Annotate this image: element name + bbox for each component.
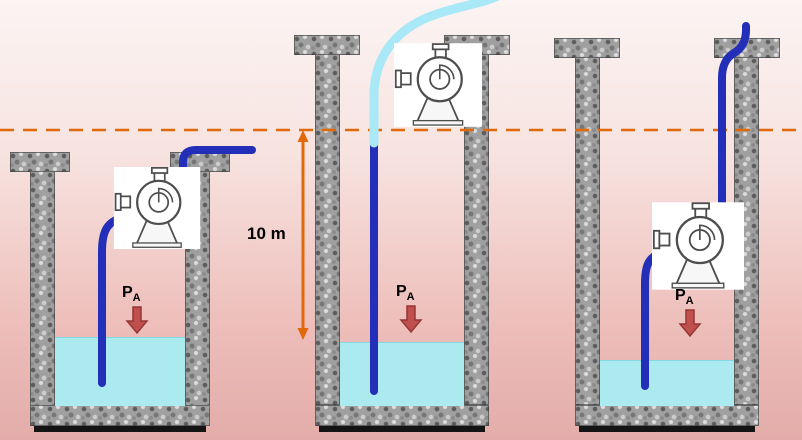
centrifugal-pump-icon-right [652, 202, 744, 290]
middle-well-bottom [315, 405, 489, 426]
pressure-subscript: A [406, 291, 415, 304]
pressure-symbol: P [396, 283, 407, 300]
pressure-down-arrow-left [125, 306, 149, 335]
depth-arrow-head-bottom [297, 328, 309, 340]
pressure-down-arrow-middle [399, 305, 423, 334]
left-well-base-line [34, 426, 206, 432]
left-well-bottom [30, 405, 210, 426]
middle-well-base-line [319, 426, 485, 432]
pressure-subscript: A [132, 292, 141, 305]
right-well-right-wall [734, 57, 759, 405]
middle-well-left-wall [315, 54, 340, 405]
pressure-symbol: P [122, 284, 133, 301]
centrifugal-pump-icon-left [112, 167, 202, 249]
centrifugal-pump-icon-middle [394, 42, 482, 128]
pressure-label-left: PA [122, 284, 141, 304]
right-well-bottom [575, 405, 759, 426]
left-well-water [55, 337, 185, 406]
right-well-base-line [579, 426, 755, 432]
right-well-water [600, 360, 734, 406]
pressure-down-arrow-right [678, 309, 702, 338]
middle-pipe-empty-section [369, 0, 500, 148]
pressure-label-middle: PA [396, 283, 415, 303]
pressure-subscript: A [685, 295, 694, 308]
middle-well-left-flange [294, 35, 360, 55]
right-well-left-wall [575, 57, 600, 405]
depth-arrow [297, 130, 309, 340]
middle-well-water [340, 342, 464, 406]
right-discharge-pipe [718, 22, 750, 216]
pressure-label-right: PA [675, 287, 694, 307]
left-discharge-pipe [179, 146, 256, 190]
left-well-left-wall [30, 171, 55, 406]
pressure-symbol: P [675, 287, 686, 304]
depth-arrow-head-top [297, 130, 309, 142]
left-well-left-flange [10, 152, 70, 172]
depth-label: 10 m [247, 224, 286, 243]
right-well-left-flange [554, 38, 620, 58]
